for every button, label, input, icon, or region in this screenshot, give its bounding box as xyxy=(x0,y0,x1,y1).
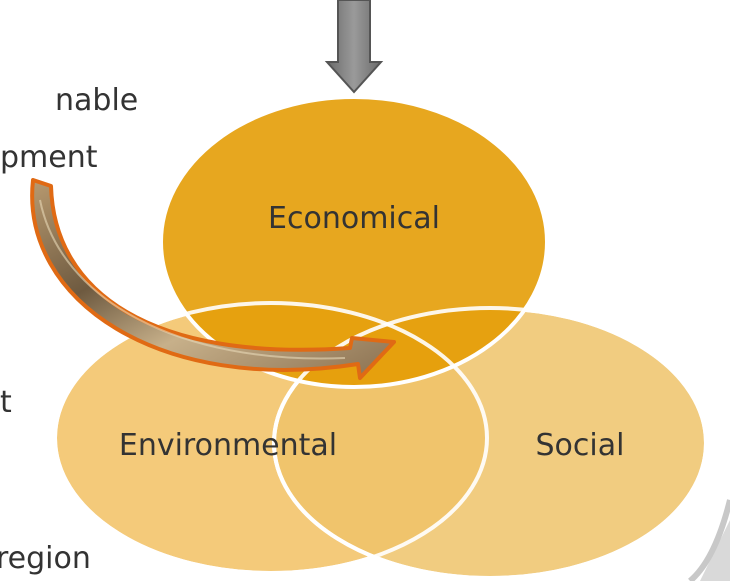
side-text-line-1: nable xyxy=(55,83,138,118)
environmental-label: Environmental xyxy=(119,428,337,463)
slide-corner-shadow xyxy=(687,499,730,581)
social-outline xyxy=(272,306,708,580)
curved-arrow-icon xyxy=(30,178,396,380)
economical-label: Economical xyxy=(268,201,440,236)
economical-circle xyxy=(159,95,549,389)
environmental-outline xyxy=(53,301,489,575)
down-arrow-icon xyxy=(324,0,384,94)
side-text-line-3: t xyxy=(0,385,12,420)
side-text-line-4: region xyxy=(0,541,91,576)
side-text-line-2: pment xyxy=(0,140,98,175)
social-label: Social xyxy=(536,428,625,463)
